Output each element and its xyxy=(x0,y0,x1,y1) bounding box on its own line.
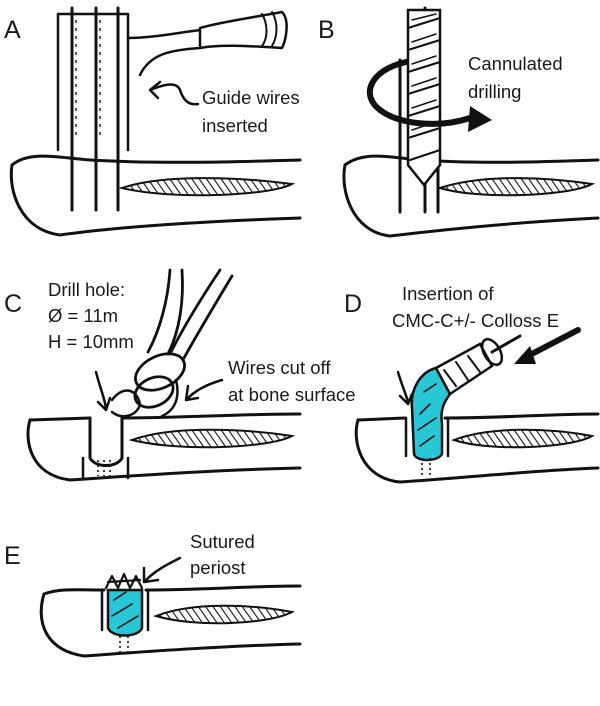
label-inserted: inserted xyxy=(202,115,268,136)
panel-letter-b: B xyxy=(318,16,335,44)
arrow-e xyxy=(142,556,182,584)
bone-e xyxy=(39,584,302,658)
cannulated-drill-b xyxy=(406,8,442,188)
label-cmc: CMC-C+/- Colloss E xyxy=(392,310,559,331)
label-drilling: drilling xyxy=(468,81,521,102)
panel-letter-c: C xyxy=(4,290,22,318)
label-drill-hole: Drill hole: xyxy=(48,279,125,300)
label-sutured: Sutured xyxy=(190,531,255,552)
label-height: H = 10mm xyxy=(48,331,134,352)
rotation-arrow-icon xyxy=(366,59,492,132)
label-periost: periost xyxy=(190,557,246,578)
label-at-bone-surface: at bone surface xyxy=(228,384,356,405)
label-wires-cut-off: Wires cut off xyxy=(228,357,331,378)
bone-c xyxy=(26,412,302,482)
panel-letter-d: D xyxy=(344,290,362,318)
panel-c: C Drill hole: Ø = 11m H = 10mm Wires cut… xyxy=(4,268,356,482)
panel-b: B Cannulated drilling xyxy=(318,6,600,238)
insertion-arrow-icon xyxy=(514,327,581,364)
label-diameter: Ø = 11m xyxy=(48,305,118,326)
syringe-d xyxy=(434,334,522,396)
arrow-c-wires xyxy=(184,378,224,402)
arrow-a xyxy=(148,80,200,106)
label-guide-wires: Guide wires xyxy=(202,87,300,108)
guide-wires-a xyxy=(70,6,120,212)
wire-holder-a xyxy=(56,10,288,152)
suture-e xyxy=(104,572,144,590)
drill-hole-c xyxy=(81,416,130,480)
panel-a: A Guide wires inserted xyxy=(4,6,302,237)
implant-e xyxy=(100,588,150,654)
implant-d xyxy=(404,366,452,476)
panel-letter-a: A xyxy=(4,16,21,44)
panel-e: E Sutured periost xyxy=(4,531,302,658)
bone-a xyxy=(9,154,302,237)
bone-d xyxy=(354,412,600,484)
panel-d: D Insertion of CMC-C+/- Colloss E xyxy=(344,283,600,484)
bone-b xyxy=(342,154,600,238)
label-insertion-of: Insertion of xyxy=(402,283,494,304)
label-cannulated: Cannulated xyxy=(468,53,563,74)
arrow-d xyxy=(396,370,414,406)
panel-letter-e: E xyxy=(4,542,21,570)
wire-cutter-c xyxy=(110,268,234,418)
arrow-c-hole xyxy=(94,370,112,412)
